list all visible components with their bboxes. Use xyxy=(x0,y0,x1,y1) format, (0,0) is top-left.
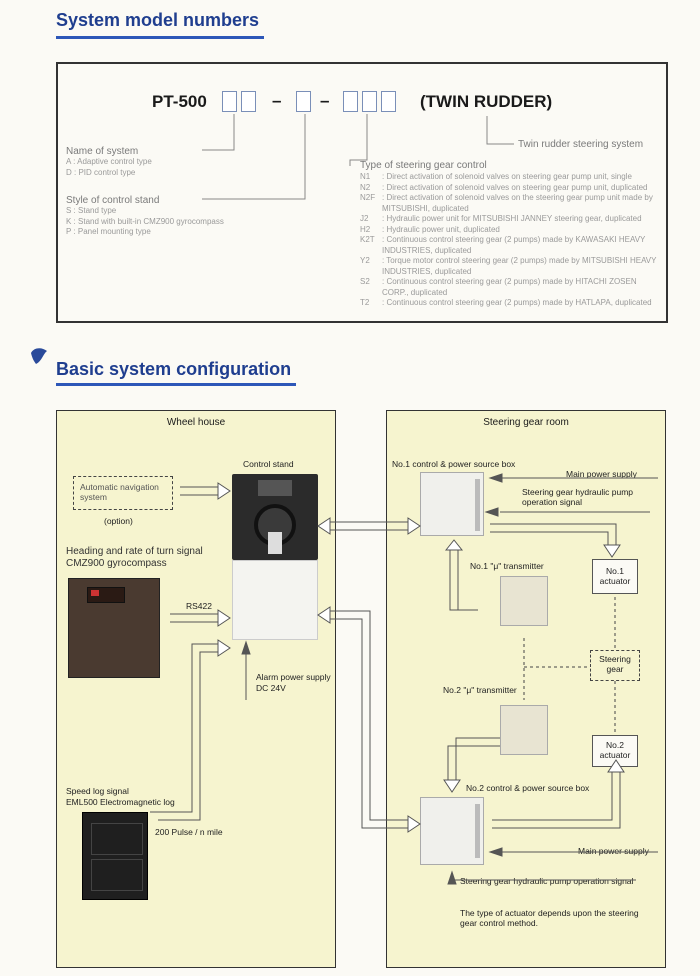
steering-gear-label: Steering gear xyxy=(599,654,631,674)
pulse-label: 200 Pulse / n mile xyxy=(155,827,223,837)
gear-type-title: Type of steering gear control xyxy=(360,160,487,171)
list-item: S2: Continuous control steering gear (2 … xyxy=(360,277,637,297)
auto-nav-box xyxy=(73,476,173,510)
list-item: H2: Hydraulic power unit, duplicated xyxy=(360,224,500,234)
list-item: K2T: Continuous control steering gear (2… xyxy=(360,235,646,255)
transmitter-1 xyxy=(500,576,548,626)
style-of-stand-list: S : Stand type K : Stand with built-in C… xyxy=(66,206,224,238)
code-box xyxy=(296,91,311,112)
name-of-system-list: A : Adaptive control type D : PID contro… xyxy=(66,157,152,178)
model-dash: – xyxy=(320,91,330,110)
alarm-supply-label: Alarm power supply xyxy=(256,672,331,682)
control-stand-unit xyxy=(232,474,318,640)
code-box xyxy=(241,91,256,112)
list-item: D : PID control type xyxy=(66,167,136,177)
list-item: P : Panel mounting type xyxy=(66,227,151,236)
list-item: K : Stand with built-in CMZ900 gyrocompa… xyxy=(66,216,224,226)
main-power-1-label: Main power supply xyxy=(566,469,637,479)
title-underline xyxy=(56,36,264,39)
title-underline xyxy=(56,383,296,386)
name-of-system-title: Name of system xyxy=(66,146,139,157)
style-of-stand-title: Style of control stand xyxy=(66,195,160,206)
model-dash: – xyxy=(272,91,282,110)
eml-label: EML500 Electromagnetic log xyxy=(66,797,175,807)
list-item: N1: Direct activation of solenoid valves… xyxy=(360,172,632,181)
option-label: (option) xyxy=(104,516,133,526)
list-item: N2: Direct activation of solenoid valves… xyxy=(360,182,648,192)
box1-label: No.1 control & power source box xyxy=(392,459,516,469)
transmitter-2 xyxy=(500,705,548,755)
dc24-label: DC 24V xyxy=(256,683,286,693)
code-box xyxy=(222,91,237,112)
section-title-configuration: Basic system configuration xyxy=(56,359,292,379)
diagram-arrows xyxy=(150,473,658,885)
eml-log-cabinet xyxy=(82,812,148,900)
section-title-model-numbers: System model numbers xyxy=(56,10,260,30)
list-item: N2F: Direct activation of solenoid valve… xyxy=(360,193,653,213)
main-power-2-label: Main power supply xyxy=(578,846,649,856)
steering-gear-room-title: Steering gear room xyxy=(483,417,569,428)
model-connector-lines xyxy=(202,114,514,200)
auto-nav-label: Automatic navigation system xyxy=(80,482,159,502)
heading-signal-label: Heading and rate of turn signal xyxy=(66,546,203,557)
gyrocompass-cabinet xyxy=(68,578,160,678)
actuator-note: The type of actuator depends upon the st… xyxy=(460,908,639,928)
code-box xyxy=(343,91,358,112)
speed-log-label: Speed log signal xyxy=(66,786,129,796)
box2-label: No.2 control & power source box xyxy=(466,783,590,793)
leaf-icon xyxy=(31,348,47,364)
control-box-1 xyxy=(420,472,484,536)
code-box xyxy=(362,91,377,112)
pump-signal-2-label: Steering gear hydraulic pump operation s… xyxy=(460,876,634,886)
actuator-1-label: No.1 actuator xyxy=(599,566,631,586)
transmitter-1-label: No.1 "μ" transmitter xyxy=(470,561,544,571)
actuator-2-label: No.2 actuator xyxy=(599,740,631,760)
list-item: S : Stand type xyxy=(66,206,117,215)
transmitter-2-label: No.2 "μ" transmitter xyxy=(443,685,517,695)
list-item: T2: Continuous control steering gear (2 … xyxy=(360,298,652,307)
wheel-house-title: Wheel house xyxy=(166,417,226,428)
steering-gear-box xyxy=(590,650,640,681)
gyro-label: CMZ900 gyrocompass xyxy=(66,558,167,569)
control-stand-label: Control stand xyxy=(243,459,294,469)
list-item: A : Adaptive control type xyxy=(66,157,152,166)
rs422-label: RS422 xyxy=(186,601,212,611)
actuator-1-box xyxy=(592,559,638,594)
twin-rudder-label: Twin rudder steering system xyxy=(518,139,644,150)
model-suffix: (TWIN RUDDER) xyxy=(420,92,553,111)
pump-signal-1-label: Steering gear hydraulic pump operation s… xyxy=(522,487,634,507)
control-box-2 xyxy=(420,797,484,865)
list-item: J2: Hydraulic power unit for MITSUBISHI … xyxy=(360,214,642,223)
model-prefix: PT-500 xyxy=(152,92,207,111)
code-box xyxy=(381,91,396,112)
list-item: Y2: Torque motor control steering gear (… xyxy=(360,256,657,276)
gear-type-list: N1: Direct activation of solenoid valves… xyxy=(360,172,660,309)
